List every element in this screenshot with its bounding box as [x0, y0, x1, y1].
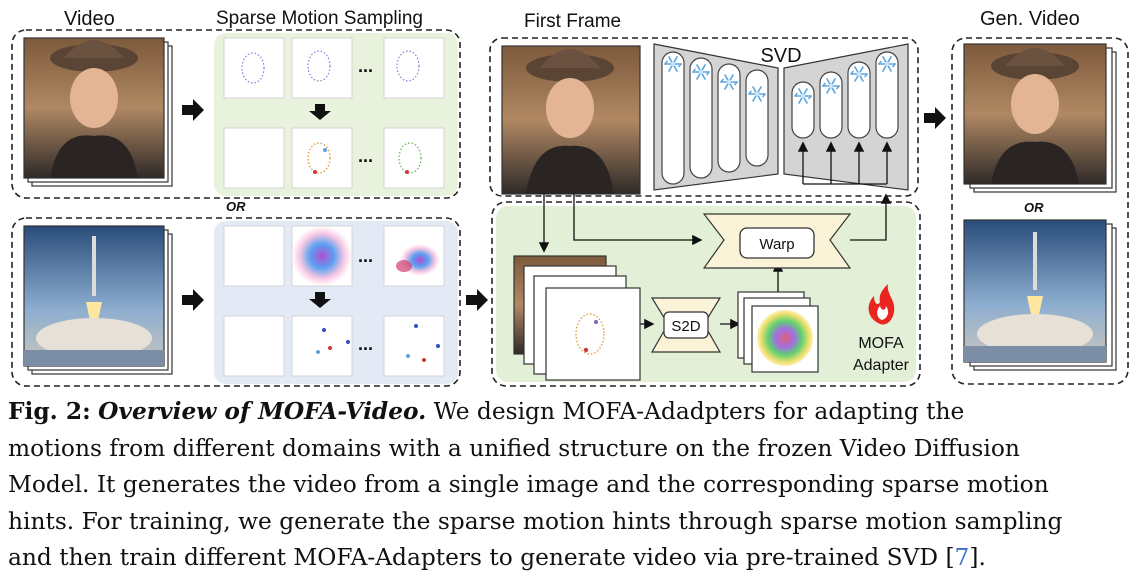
arrow-right-icon	[924, 107, 946, 129]
label-mofa: MOFA	[858, 335, 904, 352]
arrow-right-icon	[466, 289, 488, 311]
gen-video-dashed-box	[951, 37, 1129, 385]
citation-open: [	[945, 544, 955, 572]
bottom-row-dashed-box	[11, 217, 461, 387]
mofa-adapter-dashed-box	[491, 201, 921, 387]
warp-module[interactable]: Warp	[702, 213, 852, 269]
caption-line-2: motions from different domains with a un…	[8, 434, 1020, 462]
figure-caption: Fig. 2: Overview of MOFA-Video. We desig…	[8, 394, 1132, 577]
gen-video-frames-portrait	[963, 43, 1117, 193]
label-gen-video: Gen. Video	[980, 8, 1080, 30]
gen-video-frames-rocket	[963, 219, 1117, 371]
label-adapter: Adapter	[853, 357, 910, 374]
label-s2d: S2D	[671, 318, 700, 335]
caption-line-4: hints. For training, we generate the spa…	[8, 507, 1063, 535]
label-video: Video	[64, 8, 115, 30]
flame-icon	[868, 284, 895, 325]
svd-unet: SVD	[653, 43, 909, 191]
ellipsis-bottom-1: ...	[358, 246, 373, 266]
video-frames-portrait	[23, 37, 173, 187]
video-frames-rocket	[23, 225, 173, 375]
caption-line-5: and then train different MOFA-Adapters t…	[8, 540, 1132, 577]
first-frame-image	[501, 45, 641, 195]
label-or-left: OR	[226, 199, 246, 214]
citation-close: ].	[969, 544, 986, 572]
caption-text-1: We design MOFA-Adadpters for adapting th…	[426, 398, 965, 425]
ellipsis-top-2: ...	[358, 146, 373, 166]
ellipsis-top-1: ...	[358, 56, 373, 76]
label-warp: Warp	[759, 236, 794, 253]
caption-text-5: and then train different MOFA-Adapters t…	[8, 544, 946, 572]
overview-figure: Video Sparse Motion Sampling ... ... OR	[11, 8, 1129, 387]
citation-link[interactable]: 7	[954, 544, 970, 572]
arrow-right-icon	[182, 99, 204, 121]
sparse-hint-frames-top: ... ...	[223, 37, 445, 189]
caption-title: Overview of MOFA-Video.	[98, 398, 427, 425]
svd-dashed-box	[489, 37, 919, 197]
label-sparse-motion-sampling: Sparse Motion Sampling	[216, 8, 423, 29]
top-row-dashed-box	[11, 29, 461, 199]
dense-flow-frames	[737, 291, 819, 373]
ellipsis-bottom-2: ...	[358, 334, 373, 354]
label-or-right: OR	[1024, 200, 1044, 215]
label-first-frame: First Frame	[524, 11, 621, 32]
caption-label: Fig. 2:	[8, 398, 91, 425]
adapter-input-frames	[513, 255, 641, 381]
caption-line-3: Model. It generates the video from a sin…	[8, 471, 1049, 499]
caption-line-1: Fig. 2: Overview of MOFA-Video. We desig…	[8, 394, 1132, 431]
label-svd: SVD	[760, 45, 801, 67]
sparse-hint-frames-bottom: ... ...	[223, 225, 445, 377]
s2d-module[interactable]: S2D	[650, 297, 722, 353]
arrow-right-icon	[182, 289, 204, 311]
